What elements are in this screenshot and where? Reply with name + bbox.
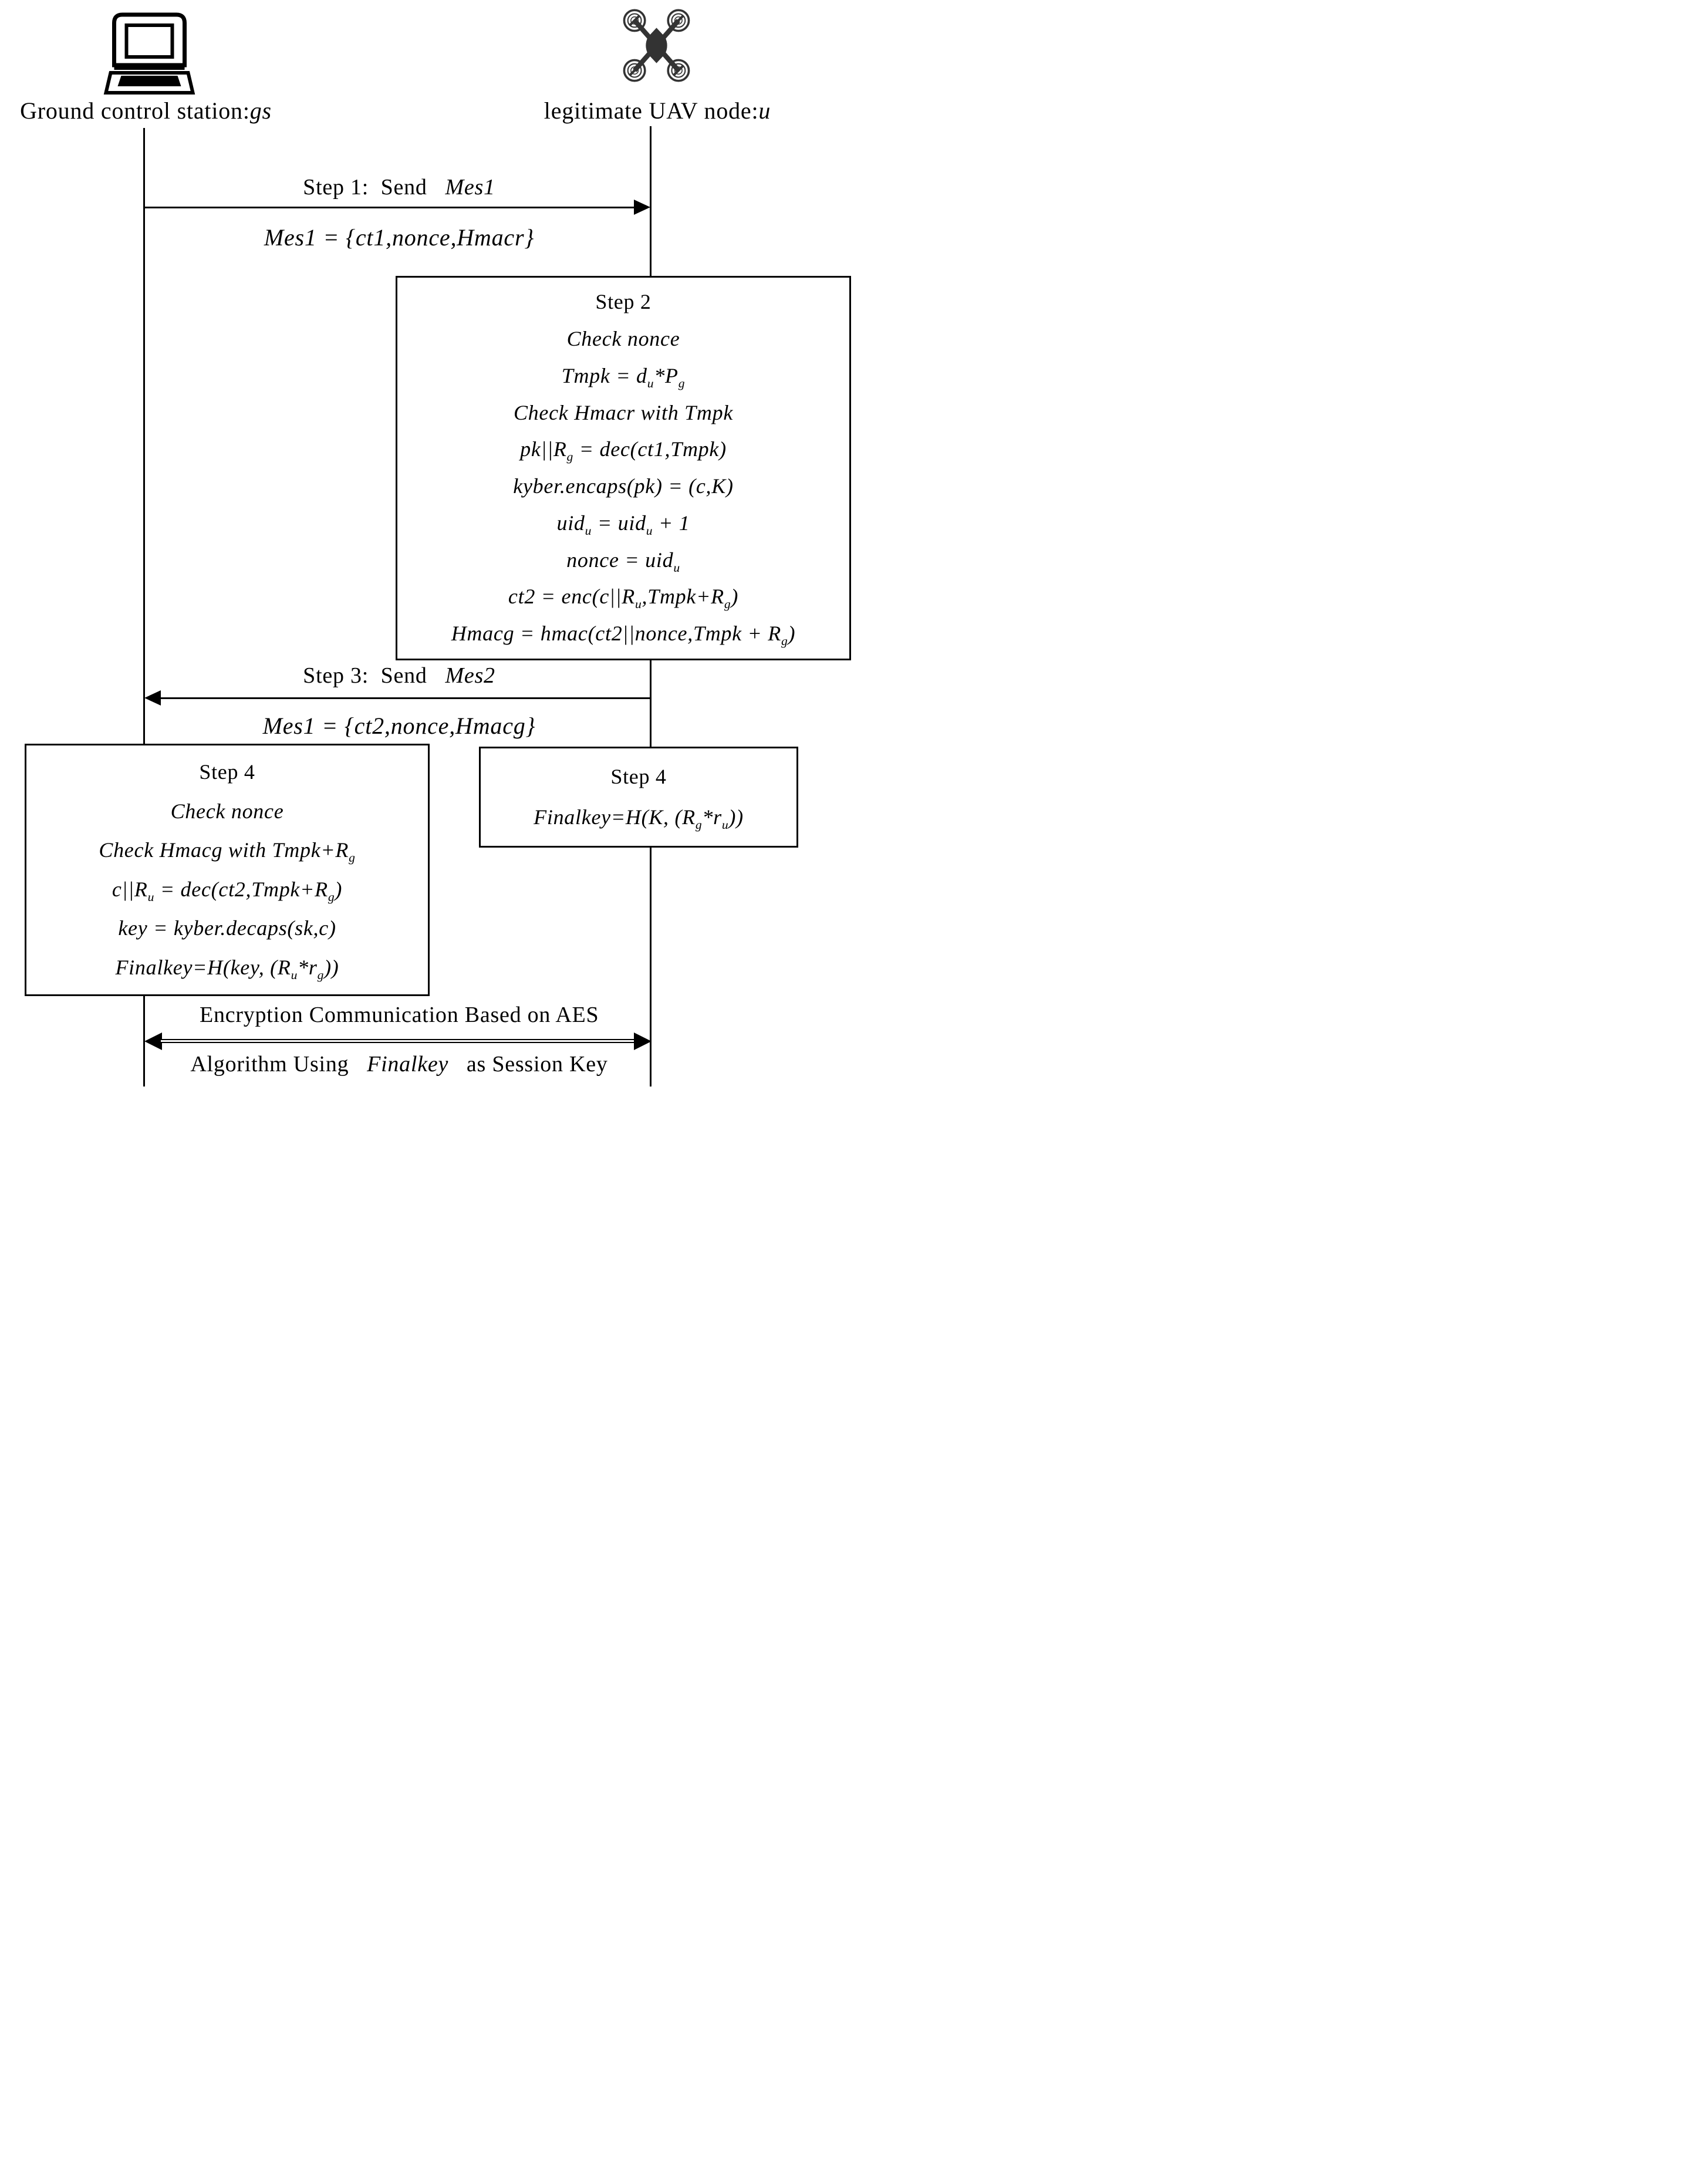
drone-icon [623,9,690,82]
session-arrowhead-left-icon [144,1032,162,1050]
step4-gs-line: Step 4 [199,760,255,784]
step4-gs-line: Check nonce [170,799,284,823]
gs-lifeline [143,128,145,1086]
step4-uav-line: Step 4 [610,764,667,788]
step1-arrow [144,207,636,208]
step4-gs-line: Finalkey=H(key, (Ru*rg)) [115,955,339,982]
step3-payload: Mes1 = {ct2,nonce,Hmacg} [262,713,536,739]
session-double-arrow [161,1039,635,1043]
step2-line: pk||Rg = dec(ct1,Tmpk) [520,437,727,464]
session-text-line1: Encryption Communication Based on AES [200,1003,599,1027]
step1-payload: Mes1 = {ct1,nonce,Hmacr} [264,224,535,251]
step2-line: nonce = uidu [566,548,680,575]
gs-entity-label: Ground control station:gs [20,97,272,124]
step2-line: Tmpk = du*Pg [561,363,686,391]
step2-line: Check nonce [566,327,680,351]
step4-uav-line: Finalkey=H(K, (Rg*ru)) [534,805,744,832]
session-arrowhead-right-icon [634,1032,652,1050]
step4-gs-line: key = kyber.decaps(sk,c) [118,916,336,940]
step2-line: uidu = uidu + 1 [556,511,690,538]
laptop-icon [103,12,195,95]
step4-gs-line: c||Ru = dec(ct2,Tmpk+Rg) [112,877,343,904]
step1-arrowhead-icon [634,200,650,215]
step2-box: Step 2 Check nonce Tmpk = du*Pg Check Hm… [396,276,851,660]
step3-arrow [158,697,650,699]
step2-line: Check Hmacr with Tmpk [513,400,734,424]
step2-line: kyber.encaps(pk) = (c,K) [513,474,734,498]
session-text-line2: Algorithm Using Finalkey as Session Key [190,1052,608,1077]
step1-message-label: Step 1: Send Mes1 [303,175,495,200]
step3-message-label: Step 3: Send Mes2 [303,663,495,688]
step2-line: Step 2 [595,290,652,314]
step3-arrowhead-icon [144,690,161,706]
step2-line: ct2 = enc(c||Ru,Tmpk+Rg) [508,585,739,612]
step4-uav-box: Step 4 Finalkey=H(K, (Rg*ru)) [479,747,798,848]
protocol-sequence-diagram: Ground control station:gs legitimate UAV… [0,0,854,1086]
step4-gs-line: Check Hmacg with Tmpk+Rg [99,838,356,865]
step4-gs-box: Step 4 Check nonce Check Hmacg with Tmpk… [25,744,430,996]
uav-entity-label: legitimate UAV node:u [544,97,771,124]
step2-line: Hmacg = hmac(ct2||nonce,Tmpk + Rg) [451,622,796,649]
